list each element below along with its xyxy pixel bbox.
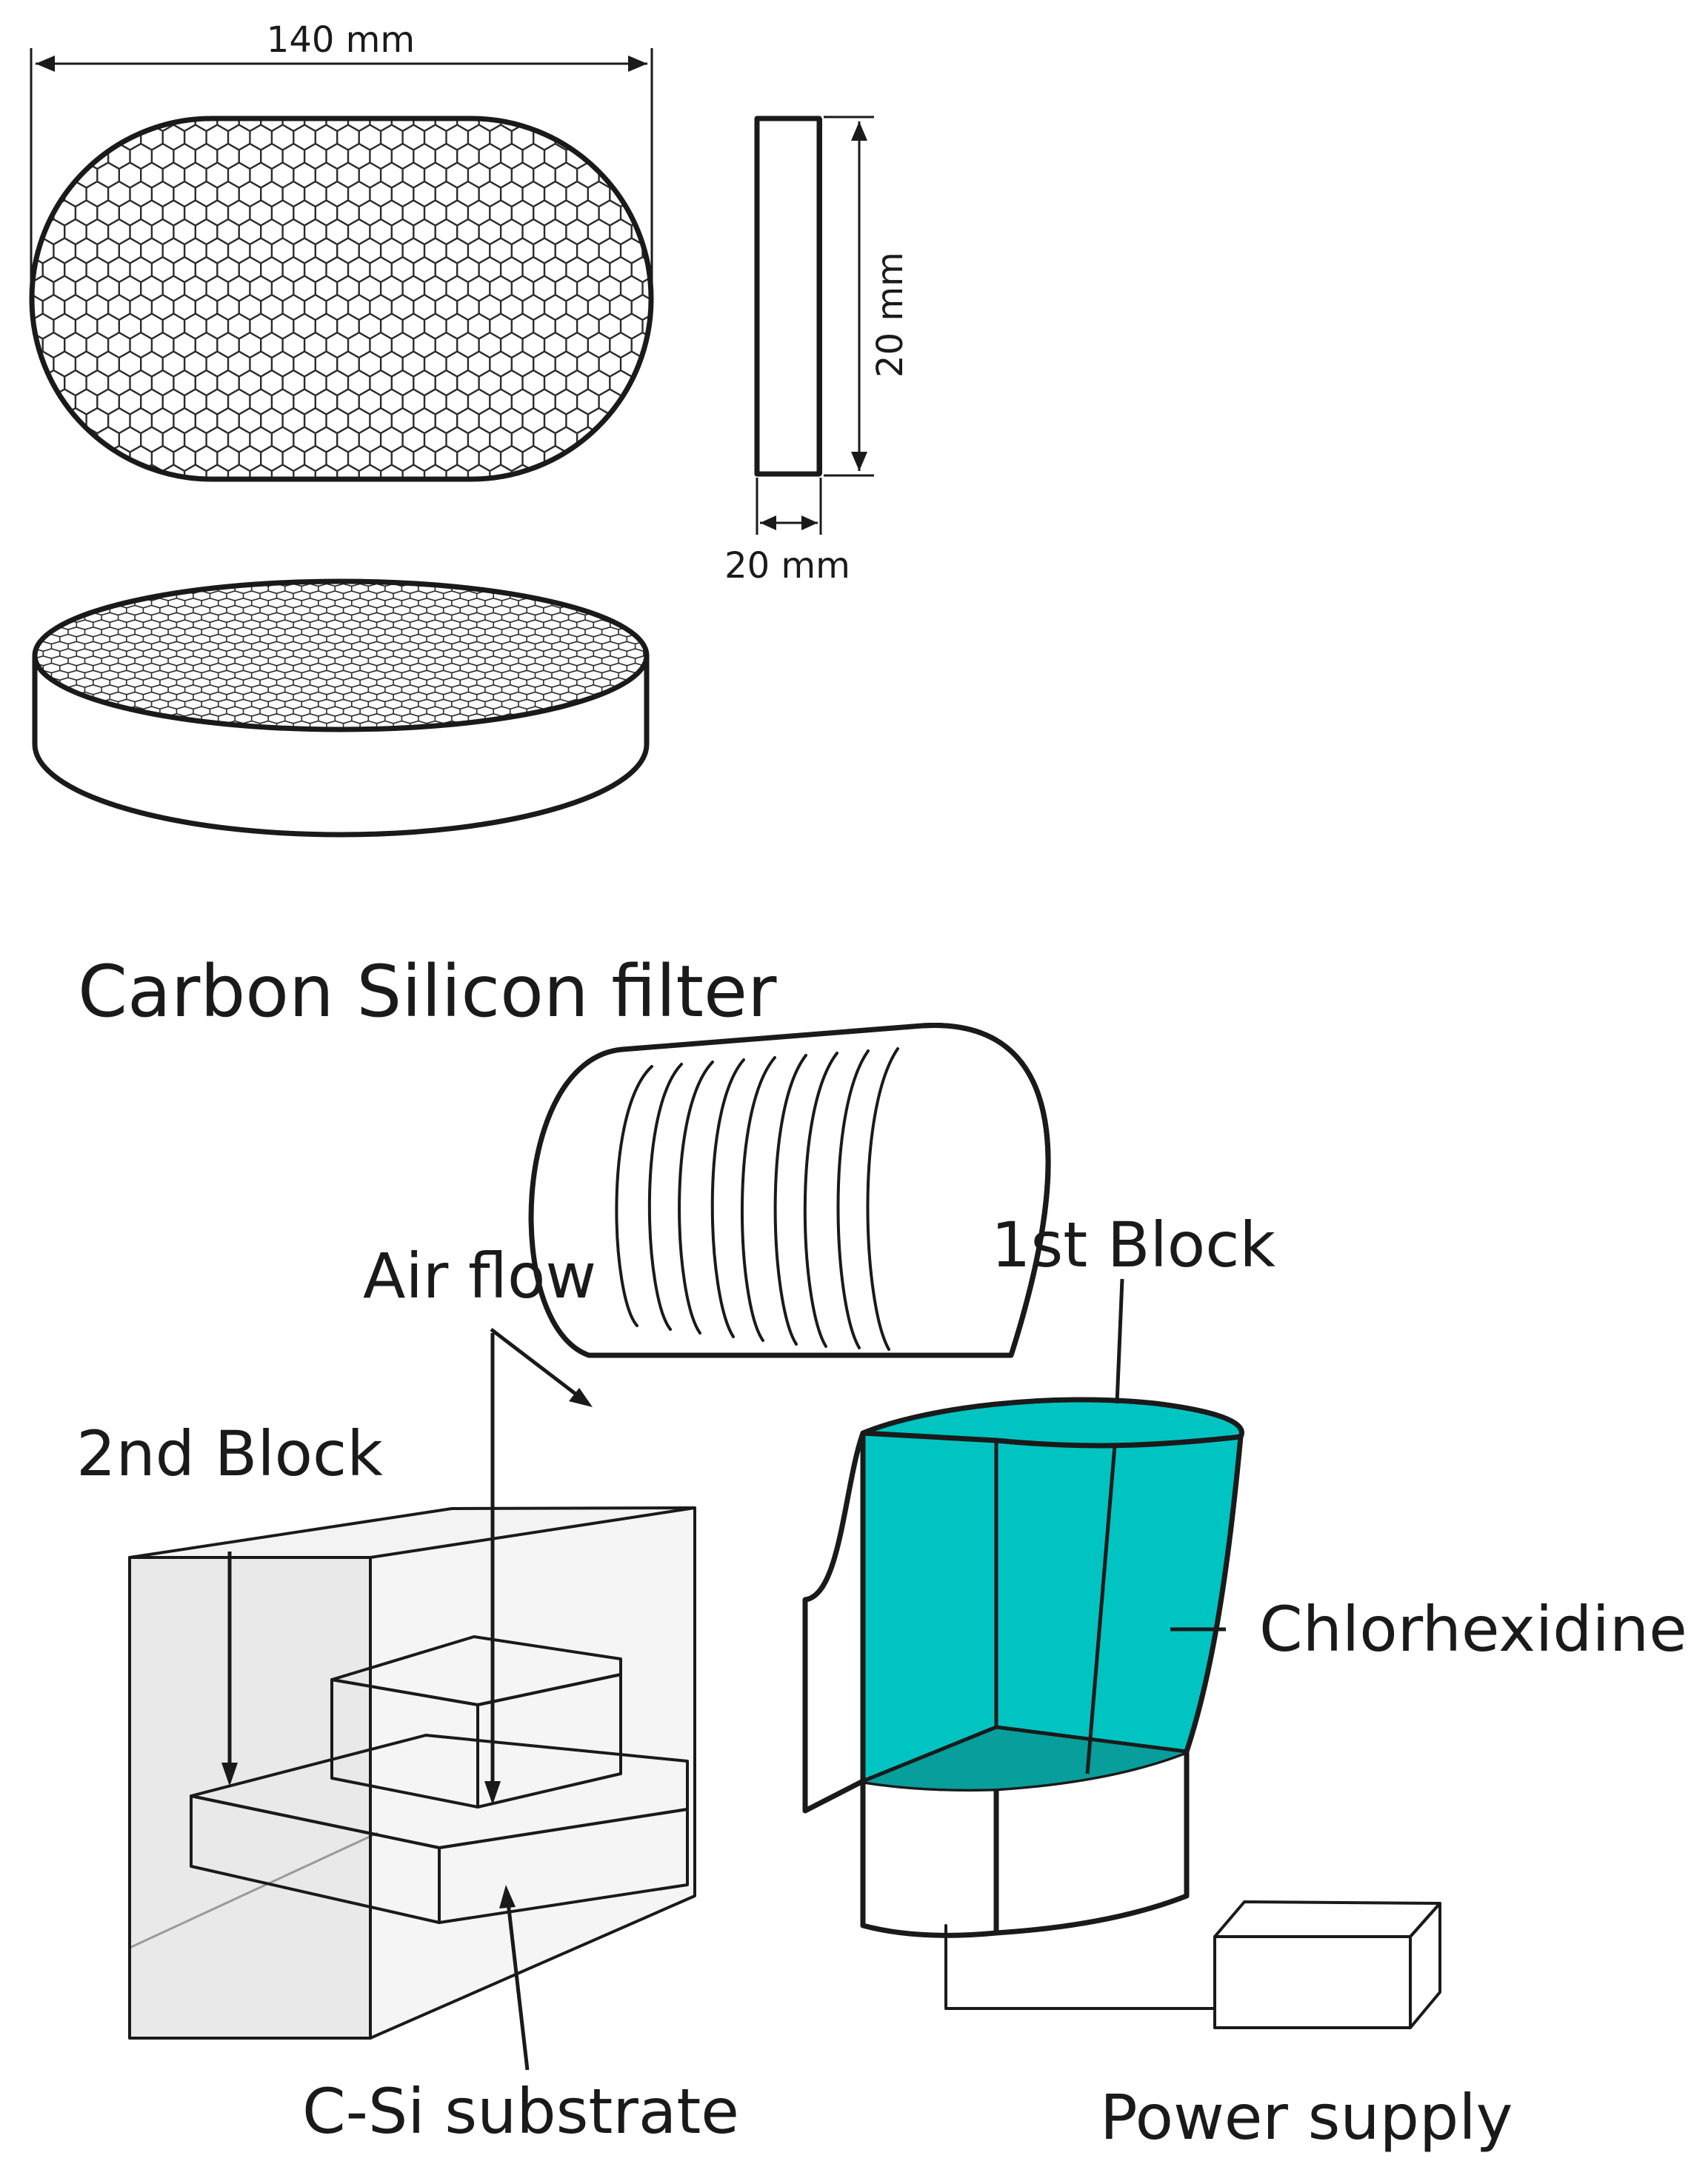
honeycomb-pattern (32, 118, 651, 479)
width-dimension: 140 mm (30, 19, 653, 311)
arrow-airflow-icon (569, 1388, 593, 1407)
height-dimension: 20 mm (824, 116, 911, 477)
height-label: 20 mm (870, 252, 911, 378)
power-supply (1213, 1900, 1441, 2029)
power-supply-label: Power supply (1100, 2081, 1513, 2154)
substrate-label: C-Si substrate (302, 2075, 739, 2148)
thickness-dimension: 20 mm (724, 478, 850, 587)
filter-face-background (32, 118, 651, 479)
filter-caption: Carbon Silicon filter (78, 950, 777, 1033)
filter-side-outline (754, 116, 822, 477)
filter-3d-body (32, 652, 650, 838)
arrowhead-left-icon (760, 515, 776, 530)
leader-lines (221, 1278, 1226, 2071)
chlorhexidine-front (863, 1433, 996, 1789)
power-supply-front (1213, 1935, 1412, 2029)
box-outline (128, 1506, 696, 2040)
thickness-label: 20 mm (724, 545, 850, 587)
width-label: 140 mm (267, 19, 415, 61)
first-block (802, 1397, 1244, 1938)
air-flow-label: Air flow (363, 1240, 596, 1312)
chlorhexidine-label: Chlorhexidine (1259, 1593, 1687, 1666)
arrowhead-right-icon (628, 56, 647, 72)
arrowhead-up-icon (851, 121, 867, 141)
duct-end-face (921, 1022, 1051, 1357)
arrow-down-icon (221, 1763, 238, 1786)
airflow-duct (528, 1022, 1051, 1358)
arrowhead-right-icon (801, 515, 818, 530)
arrow-2nd-block-icon (484, 1781, 501, 1805)
chlorhexidine-side (996, 1437, 1241, 1789)
honeycomb-pattern (35, 581, 647, 729)
second-block (128, 1506, 696, 2040)
airflow-lines (615, 1047, 899, 1351)
reservoir-left-wall (802, 1430, 866, 1814)
substrate-top (190, 1734, 689, 1849)
reservoir-base-front (860, 1778, 999, 1938)
box-right-face (370, 1508, 695, 2038)
arrowhead-down-icon (851, 452, 867, 471)
power-cable (944, 1924, 1216, 2010)
filter-side-view (754, 116, 822, 477)
first-block-label: 1st Block (991, 1209, 1275, 1281)
second-block-label: 2nd Block (76, 1417, 383, 1490)
filter-3d-rim (32, 578, 650, 732)
duct-body (528, 1022, 1051, 1358)
box-top-face (130, 1508, 695, 1557)
box-left-face (130, 1557, 370, 2038)
arrowhead-left-icon (36, 56, 55, 72)
arrow-substrate-icon (499, 1885, 516, 1909)
filter-3d-view (32, 578, 650, 838)
filter-top-view (29, 116, 654, 482)
dark-block-top (330, 1635, 622, 1706)
power-supply-top (1213, 1900, 1441, 1938)
